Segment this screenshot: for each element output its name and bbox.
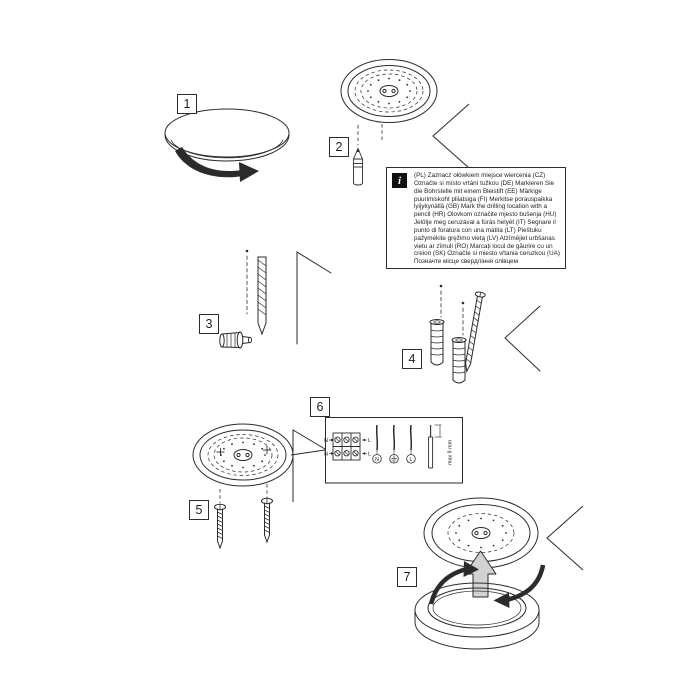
step1-lamp-drawing [164, 108, 290, 162]
step7-ceiling-corner [546, 505, 584, 571]
drill-bit [257, 256, 267, 336]
terminal-label-n-top: N [324, 438, 328, 444]
step1-rotate-arrow [175, 147, 259, 182]
mounting-screw-left [214, 503, 226, 550]
terminal-label-l-bottom: L [368, 452, 371, 458]
strip-length-diagram [428, 424, 442, 469]
step-3-label: 3 [199, 314, 219, 334]
step2-guide-lines [357, 124, 383, 145]
step7-led-dots [455, 517, 507, 549]
step7-cover-bottom-view [423, 497, 539, 569]
step2-ceiling-corner [432, 103, 470, 169]
rotate-arrow-right [493, 564, 546, 608]
step5-guide-lines [219, 484, 268, 503]
info-box: i (PL) Zaznacz ołówkiem miejsce wierceni… [386, 167, 566, 269]
wiring-box: N L N L [290, 417, 463, 484]
step4-ceiling-corner [504, 305, 541, 372]
terminal-label-n-bottom: N [324, 452, 328, 458]
step-5-label: 5 [189, 500, 209, 520]
mounting-screw-right [261, 497, 273, 544]
step-2-label: 2 [329, 137, 349, 157]
rotate-arrow-left [428, 561, 479, 605]
step-4-label: 4 [402, 349, 422, 369]
wall-plug-a [429, 319, 445, 366]
screw-hole-cross-right [263, 446, 271, 454]
step2-lamp-bottom-view [340, 59, 438, 123]
step3-ceiling-corner [296, 251, 332, 345]
terminal-block [332, 432, 361, 461]
supply-wires [375, 424, 413, 455]
pencil-icon [353, 148, 363, 186]
step-7-label: 7 [397, 567, 417, 587]
step3-drawing [219, 249, 332, 349]
strip-length-label: max 8 mm [448, 439, 454, 465]
earth-icon [391, 455, 397, 463]
wire-label-neutral: N [375, 457, 379, 463]
step4-screw [465, 291, 486, 374]
terminal-arrows [329, 438, 367, 455]
step-1-label: 1 [177, 94, 197, 114]
step-6-label: 6 [310, 397, 330, 417]
step5-led-dots [220, 441, 266, 469]
wall-plug-b [451, 337, 467, 384]
step7-base-ring [414, 582, 540, 650]
step2-led-dots [367, 77, 411, 105]
wiring-box-leader-line [290, 449, 326, 456]
step5-ceiling-corner [292, 429, 331, 502]
step5-base-plate [192, 423, 294, 487]
step4-drawing [429, 284, 541, 384]
info-text: (PL) Zaznacz ołówkiem miejsce wiercenia … [414, 172, 560, 266]
wire-symbols [372, 454, 416, 464]
tool-side-view [219, 331, 252, 349]
terminal-label-l-top: L [368, 438, 371, 444]
wire-label-live: L [410, 457, 413, 463]
info-icon: i [392, 173, 407, 188]
